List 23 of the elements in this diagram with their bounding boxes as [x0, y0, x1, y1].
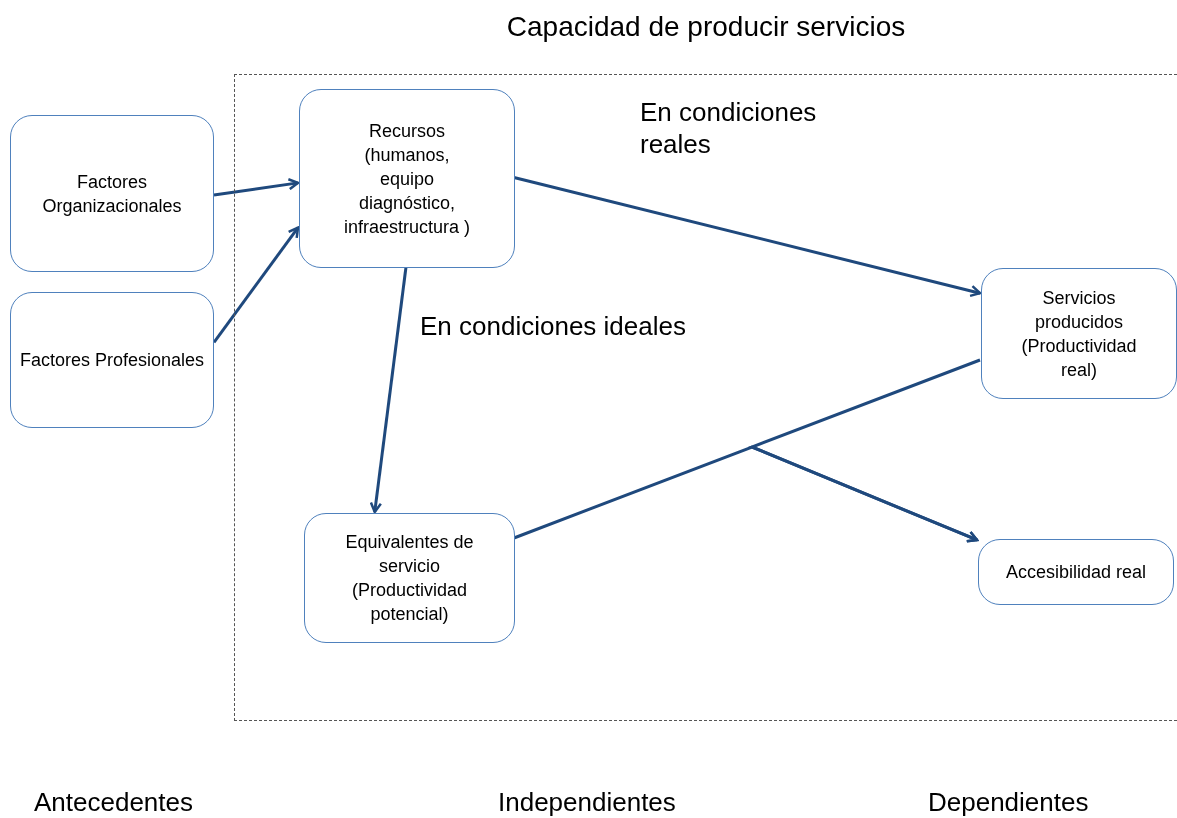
arrow [212, 226, 300, 344]
process-box [10, 115, 214, 272]
node-text: Factores Organizacionales [41, 170, 183, 218]
frame-heading: Capacidad de producir servicios [505, 11, 907, 43]
condition-label: En condiciones reales [640, 96, 818, 160]
arrow [513, 176, 982, 298]
process-box [981, 268, 1177, 399]
arrow [213, 177, 300, 197]
condition-label: En condiciones ideales [420, 310, 687, 342]
column-label: Antecedentes [34, 786, 194, 818]
arrow [747, 358, 981, 543]
process-box [978, 539, 1174, 605]
node-text: Servicios producidos (Productividad real) [1020, 286, 1138, 382]
arrow [369, 266, 408, 514]
node-text: Factores Profesionales [18, 349, 206, 372]
column-label: Independientes [498, 786, 677, 818]
process-box [10, 292, 214, 428]
node-text: Recursos (humanos, equipo diagnóstico, infraestructura ) [342, 119, 471, 239]
process-box [299, 89, 515, 268]
node-text: Equivalentes de servicio (Productividad potencial) [344, 531, 475, 626]
process-box [304, 513, 515, 643]
column-label: Dependientes [928, 786, 1090, 818]
node-text: Accesibilidad real [1004, 561, 1148, 584]
